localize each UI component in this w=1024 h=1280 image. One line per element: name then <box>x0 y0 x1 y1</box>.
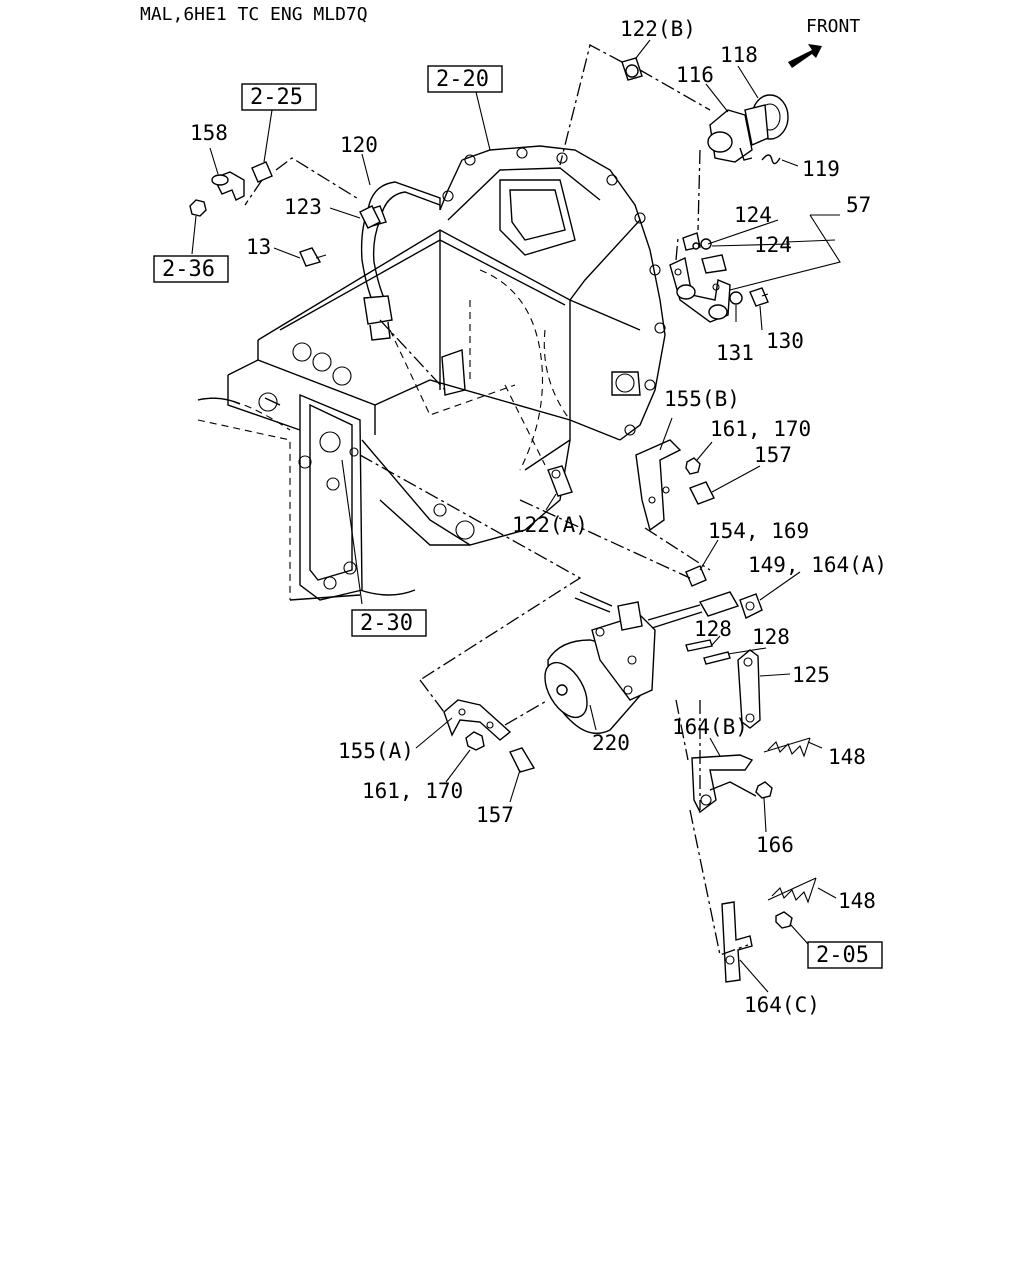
pin-128-a <box>685 639 713 652</box>
pin-128-b <box>703 651 731 665</box>
nut-2-36 <box>189 199 207 217</box>
callout-13: 13 <box>246 235 271 259</box>
bolt-157-top <box>689 481 715 505</box>
rod-end-149-164a <box>698 591 763 619</box>
bolt-157-bottom <box>509 747 536 773</box>
leader-lines <box>191 39 841 993</box>
bolt-130 <box>749 287 769 307</box>
callout-161-170-top: 161, 170 <box>710 417 811 441</box>
front-arrow-icon <box>788 44 822 68</box>
fitting-122b <box>621 57 643 81</box>
washer-131 <box>729 291 743 305</box>
ref-box-2-36: 2-36 <box>153 255 229 283</box>
callout-148-lower: 148 <box>838 889 876 913</box>
callout-128-left: 128 <box>694 617 732 641</box>
bolt-13 <box>299 247 327 267</box>
model-code: MAL,6HE1 TC ENG MLD7Q <box>140 4 368 25</box>
callout-123: 123 <box>284 195 322 219</box>
bolt-2-25 <box>251 161 273 183</box>
bracket-155a <box>443 699 512 741</box>
spring-148-b <box>767 877 817 904</box>
clamp-123 <box>359 205 381 229</box>
transmission-housing <box>197 145 666 601</box>
svg-text:2-05: 2-05 <box>816 943 869 968</box>
callout-128-right: 128 <box>752 625 790 649</box>
ref-box-2-05: 2-05 <box>807 941 883 969</box>
bracket-164c <box>721 901 753 983</box>
callout-155b: 155(B) <box>664 387 740 411</box>
callout-119: 119 <box>802 157 840 181</box>
ref-box-2-25: 2-25 <box>241 83 317 111</box>
callout-131: 131 <box>716 341 754 365</box>
callout-124-lower: 124 <box>754 233 792 257</box>
callout-157-bottom: 157 <box>476 803 514 827</box>
callout-148-upper: 148 <box>828 745 866 769</box>
clip-119 <box>761 154 781 165</box>
callout-118: 118 <box>720 43 758 67</box>
callout-130: 130 <box>766 329 804 353</box>
callout-122a: 122(A) <box>512 513 588 537</box>
svg-text:2-25: 2-25 <box>250 85 303 110</box>
callout-161-170-bottom: 161, 170 <box>362 779 463 803</box>
svg-text:2-30: 2-30 <box>360 611 413 636</box>
callout-116: 116 <box>676 63 714 87</box>
callout-149-164a: 149, 164(A) <box>748 553 887 577</box>
spring-148-a <box>763 737 811 758</box>
svg-text:2-20: 2-20 <box>436 67 489 92</box>
callout-125: 125 <box>792 663 830 687</box>
callout-158: 158 <box>190 121 228 145</box>
callout-154-169: 154, 169 <box>708 519 809 543</box>
ref-box-2-20: 2-20 <box>427 65 503 93</box>
nut-2-05 <box>775 911 793 929</box>
callout-164c: 164(C) <box>744 993 820 1017</box>
callout-57: 57 <box>846 193 871 217</box>
bracket-155b <box>635 439 682 532</box>
front-label: FRONT <box>806 16 860 37</box>
release-bearing-116-118 <box>707 94 789 163</box>
callout-155a: 155(A) <box>338 739 414 763</box>
callout-120: 120 <box>340 133 378 157</box>
fitting-122a <box>547 465 573 497</box>
callout-157-top: 157 <box>754 443 792 467</box>
svg-text:2-36: 2-36 <box>162 257 215 282</box>
callout-124-upper: 124 <box>734 203 772 227</box>
callout-166: 166 <box>756 833 794 857</box>
clutch-hose-120 <box>360 181 441 341</box>
bracket-164b <box>691 754 757 814</box>
callout-122b: 122(B) <box>620 17 696 41</box>
nut-161-170-bottom <box>465 731 485 751</box>
clutch-booster-220 <box>544 591 703 734</box>
bolt-154-169 <box>685 565 707 587</box>
release-fork-57 <box>669 232 731 323</box>
callout-164b: 164(B) <box>672 715 748 739</box>
bracket-158 <box>211 171 245 201</box>
nut-166 <box>755 781 773 799</box>
ref-box-2-30: 2-30 <box>351 609 427 637</box>
nut-161-170-top <box>685 457 701 475</box>
lever-125 <box>737 649 761 729</box>
callout-220: 220 <box>592 731 630 755</box>
